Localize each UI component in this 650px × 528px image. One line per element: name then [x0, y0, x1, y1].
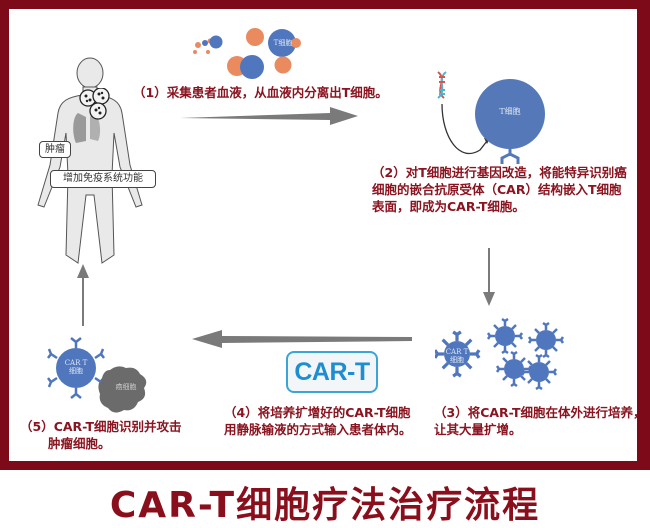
- cart-label-line-1: CAR T: [64, 359, 88, 367]
- tumor-cell-icon: [98, 366, 147, 413]
- step-2-text-line-2: 细胞的嵌合抗原受体（CAR）结构嵌入T细胞: [372, 182, 622, 197]
- lung-icon: [73, 113, 86, 143]
- cart-label-line-1: CAR T: [445, 348, 469, 356]
- step-1-text: （1）采集患者血液，从血液内分离出T细胞。: [133, 85, 388, 100]
- step-5-text-line-2: 肿瘤细胞。: [48, 436, 111, 451]
- car-receptor-icon: [500, 148, 520, 164]
- step-3-text-line-1: （3）将CAR-T细胞在体外进行培养，: [434, 405, 646, 420]
- cart-badge: CAR-T: [286, 351, 378, 393]
- arrow-up-icon[interactable]: [75, 264, 91, 326]
- step-5-text-line-1: （5）CAR-T细胞识别并攻击: [20, 419, 182, 434]
- arrow-left-icon[interactable]: [190, 328, 415, 352]
- tumor-cell-label: 癌细胞: [115, 383, 137, 391]
- arrow-down-icon[interactable]: [481, 248, 497, 308]
- tumor-cells-icon: [79, 88, 110, 120]
- car-receptors-icon: [47, 337, 105, 399]
- gene-modification-icon: [437, 71, 545, 164]
- arrow-right-icon[interactable]: [180, 105, 360, 129]
- page-title: CAR-T细胞疗法治疗流程: [109, 485, 541, 526]
- step-3-text-line-2: 让其大量扩增。: [434, 422, 522, 437]
- tumor-label: 肿瘤: [39, 141, 71, 158]
- dna-icon: [437, 71, 447, 99]
- blood-cells-icon: [193, 28, 301, 79]
- step-2-text-line-1: （2）对T细胞进行基因改造，将能特异识别癌: [372, 165, 627, 180]
- curved-arrow-icon: [441, 103, 488, 155]
- cart-label-line-2: 细胞: [69, 367, 83, 375]
- cart-cell-label-3: CAR T 细胞: [445, 348, 469, 364]
- step-4-text-line-1: （4）将培养扩增好的CAR-T细胞: [224, 405, 411, 420]
- t-cell-label-small: T细胞: [273, 39, 293, 47]
- cart-attack-tumor-icon: [47, 337, 147, 413]
- step-4-text-line-2: 用静脉输液的方式输入患者体内。: [224, 422, 412, 437]
- cart-cell-icon: [56, 348, 96, 388]
- cart-cell-label-5: CAR T 细胞: [64, 359, 88, 375]
- cart-label-line-2: 细胞: [450, 356, 464, 364]
- step-2-text-line-3: 表面，即成为CAR-T细胞。: [372, 199, 525, 214]
- t-cell-label: T细胞: [499, 107, 521, 116]
- immune-function-label: 增加免疫系统功能: [50, 170, 156, 188]
- t-cell-icon: [475, 79, 545, 149]
